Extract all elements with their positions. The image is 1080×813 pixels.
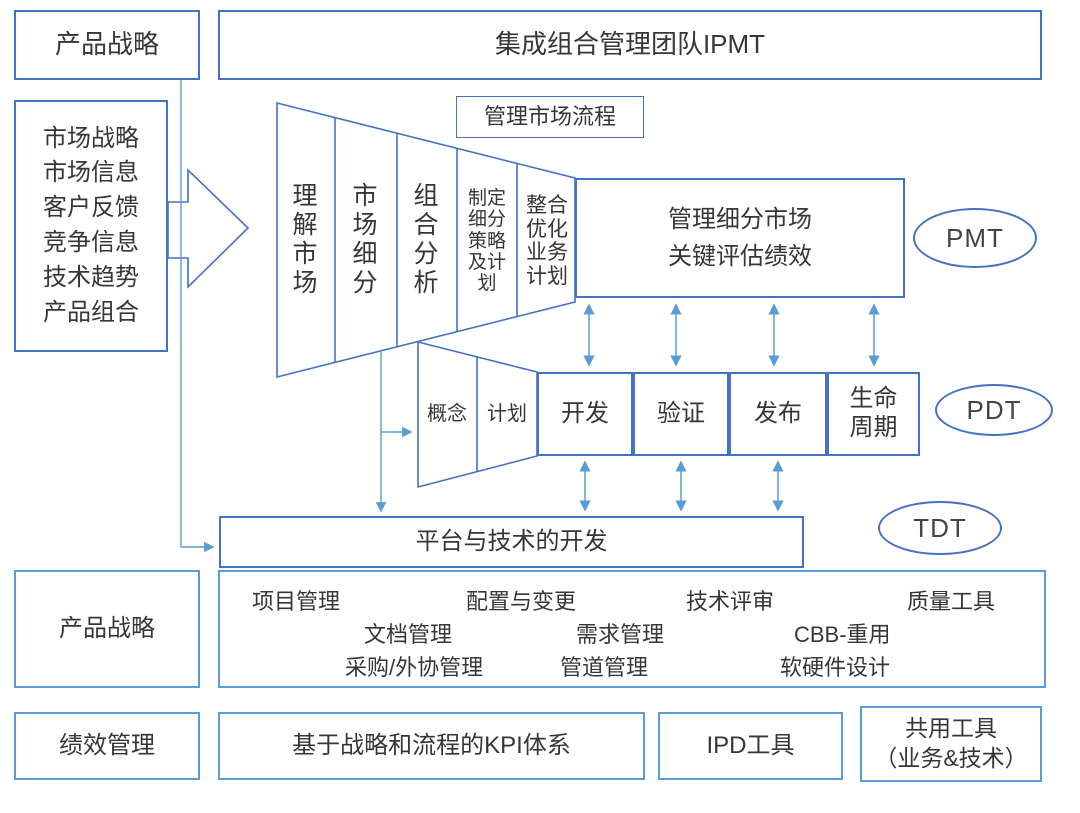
pdt-stage-lifecycle-box: 生命周期 [827,372,920,456]
market-inputs-box: 市场战略 市场信息 客户反馈 竞争信息 技术趋势 产品组合 [14,100,168,352]
ipmt-box: 集成组合管理团队IPMT [218,10,1042,80]
platform-tech-box: 平台与技术的开发 [219,516,804,568]
tool-requirement-management: 需求管理 [576,622,665,647]
pdt-stage-develop-box: 开发 [537,372,633,456]
tool-document-management: 文档管理 [364,622,453,647]
pdt-stage-release-box: 发布 [729,372,827,456]
tool-cbb-reuse: CBB-重用 [794,622,891,647]
pdt-oval: PDT [935,384,1053,436]
pmt-oval: PMT [913,208,1037,268]
stage-segment-strategy-plan: 制定细分策略及计划 [467,188,506,295]
stage-understand-market: 理解市场 [292,182,318,297]
ipd-tools-box: IPD工具 [658,712,843,780]
shared-tools-box: 共用工具 （业务&技术） [860,706,1042,782]
performance-management-box: 绩效管理 [14,712,200,780]
market-funnel-outline [276,101,576,379]
strategy-to-platform-connector [180,80,215,553]
tool-project-management: 项目管理 [252,589,341,614]
tool-tech-review: 技术评审 [686,589,775,614]
stage-integrate-optimize-plan: 整合优化业务计划 [526,194,568,288]
pdt-stage-concept: 概念 [427,403,467,425]
tool-config-change: 配置与变更 [466,589,577,614]
inputs-flow-arrow [167,168,250,289]
tool-hw-sw-design: 软硬件设计 [780,655,891,680]
tool-pipeline-management: 管道管理 [560,655,649,680]
tools-matrix-box [218,570,1046,688]
pmt-pdt-arrows [583,303,880,367]
stage-market-segmentation: 市场细分 [352,182,378,297]
tool-procurement-outsourcing: 采购/外协管理 [345,655,484,680]
tool-quality-tools: 质量工具 [907,589,996,614]
tdt-oval: TDT [878,501,1002,555]
manage-segment-box: 管理细分市场 关键评估绩效 [575,178,905,298]
market-process-funnel [276,101,576,379]
market-process-label-box: 管理市场流程 [456,96,644,138]
pdt-tdt-arrows [579,460,784,512]
product-strategy-top-box: 产品战略 [14,10,200,80]
pdt-funnel [417,340,538,489]
pdt-stage-plan: 计划 [487,403,527,425]
kpi-system-box: 基于战略和流程的KPI体系 [218,712,645,780]
stage-portfolio-analysis: 组合分析 [413,182,439,297]
tools-title-box: 产品战略 [14,570,200,688]
pdt-stage-verify-box: 验证 [633,372,729,456]
